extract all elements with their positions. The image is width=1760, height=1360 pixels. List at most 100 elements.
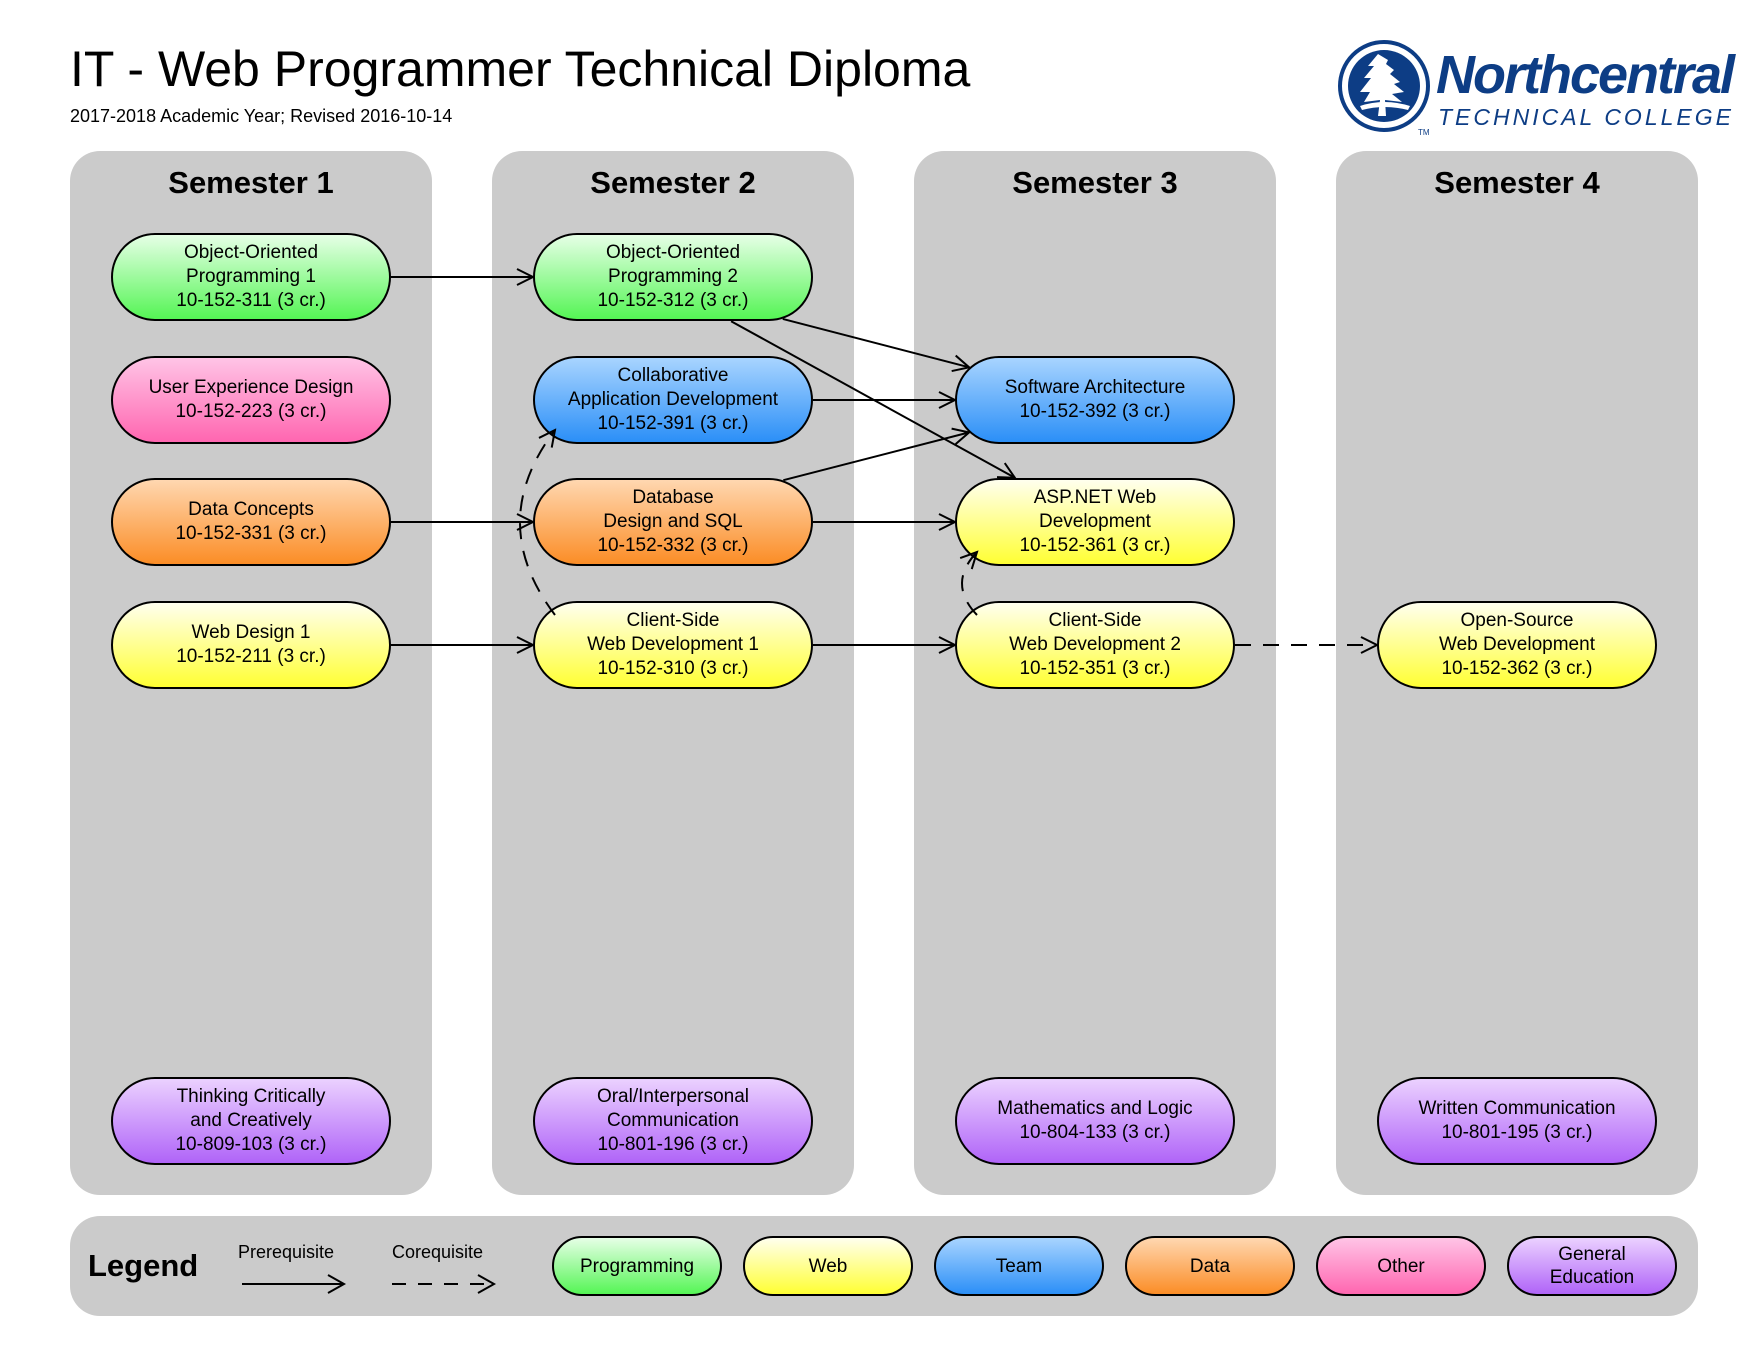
course-title-line: Web Development 2 — [1009, 634, 1181, 655]
semester-title: Semester 4 — [1434, 165, 1600, 200]
course-node-written[interactable]: Written Communication 10-801-195 (3 cr.) — [1377, 1077, 1657, 1165]
legend-swatch-web: Web — [743, 1236, 913, 1296]
course-title-line: User Experience Design — [148, 377, 354, 398]
course-title-line: Client-Side — [1048, 610, 1142, 631]
college-logo: Northcentral TECHNICAL COLLEGE TM — [1338, 40, 1735, 137]
legend-corequisite-label: Corequisite — [392, 1242, 484, 1262]
course-code: 10-152-362 (3 cr.) — [1441, 658, 1593, 679]
legend-swatch-gened: General Education — [1507, 1236, 1677, 1296]
course-title-line: Thinking Critically — [176, 1086, 326, 1107]
legend-swatch-label: Other — [1377, 1255, 1425, 1277]
course-node-uxd[interactable]: User Experience Design 10-152-223 (3 cr.) — [111, 356, 391, 444]
legend-swatch-label: General Education — [1549, 1244, 1635, 1288]
course-code: 10-152-312 (3 cr.) — [597, 290, 749, 311]
logo-name: Northcentral — [1436, 45, 1735, 105]
legend: Legend Prerequisite Corequisite Programm… — [70, 1216, 1698, 1316]
course-code: 10-152-311 (3 cr.) — [176, 290, 326, 311]
course-title-line: Oral/Interpersonal — [596, 1086, 750, 1107]
legend-swatch-label: Programming — [579, 1255, 695, 1277]
logo-subname: TECHNICAL COLLEGE — [1438, 104, 1734, 130]
course-title-line: Communication — [606, 1110, 739, 1131]
course-title-line: Database — [632, 487, 714, 508]
course-title-line: Development — [1039, 511, 1151, 532]
course-node-swarch[interactable]: Software Architecture 10-152-392 (3 cr.) — [955, 356, 1235, 444]
course-label: Software Architecture 10-152-392 (3 cr.) — [1005, 376, 1186, 424]
course-code: 10-152-223 (3 cr.) — [175, 401, 327, 422]
course-code: 10-152-351 (3 cr.) — [1019, 658, 1171, 679]
semester-title: Semester 3 — [1012, 165, 1178, 200]
logo-trademark: TM — [1418, 128, 1430, 137]
course-title-line: Application Development — [567, 389, 779, 410]
course-title-line: Web Design 1 — [191, 622, 311, 643]
legend-prerequisite-label: Prerequisite — [238, 1242, 335, 1262]
course-node-datacon[interactable]: Data Concepts 10-152-331 (3 cr.) — [111, 478, 391, 566]
course-title-line: Object-Oriented — [605, 242, 741, 263]
course-title-line: Data Concepts — [188, 499, 314, 520]
course-title-line: Object-Oriented — [183, 242, 319, 263]
course-title-line: Mathematics and Logic — [997, 1098, 1193, 1119]
course-title-line: Collaborative — [617, 365, 729, 386]
legend-swatch-programming: Programming — [552, 1236, 722, 1296]
tree-emblem-icon — [1338, 40, 1430, 132]
course-title-line: Software Architecture — [1004, 377, 1186, 398]
course-code: 10-152-391 (3 cr.) — [597, 413, 749, 434]
legend-swatch-data: Data — [1125, 1236, 1295, 1296]
legend-swatch-other: Other — [1316, 1236, 1486, 1296]
course-code: 10-152-211 (3 cr.) — [176, 646, 326, 667]
legend-swatch-team: Team — [934, 1236, 1104, 1296]
course-title-line: Programming 2 — [608, 266, 738, 287]
legend-swatch-label: Team — [995, 1255, 1043, 1277]
semester-title: Semester 2 — [590, 165, 756, 200]
course-title-line: ASP.NET Web — [1033, 487, 1157, 508]
course-label: Mathematics and Logic 10-804-133 (3 cr.) — [997, 1097, 1192, 1145]
course-title-line: Web Development — [1439, 634, 1595, 655]
legend-swatch-label: Data — [1189, 1255, 1231, 1277]
corequisite-arrow-icon — [392, 1274, 497, 1294]
course-title-line: Written Communication — [1418, 1098, 1616, 1119]
course-title-line: and Creatively — [190, 1110, 312, 1131]
page-title: IT - Web Programmer Technical Diploma — [70, 41, 971, 97]
course-code: 10-152-310 (3 cr.) — [597, 658, 749, 679]
prerequisite-arrow-icon — [242, 1274, 347, 1294]
course-label: Web Design 1 10-152-211 (3 cr.) — [176, 621, 326, 669]
course-code: 10-152-392 (3 cr.) — [1019, 401, 1171, 422]
legend-title: Legend — [88, 1248, 199, 1283]
course-title-line: Web Development 1 — [587, 634, 759, 655]
course-code: 10-801-195 (3 cr.) — [1441, 1122, 1593, 1143]
course-label: Written Communication 10-801-195 (3 cr.) — [1418, 1097, 1615, 1145]
course-code: 10-152-332 (3 cr.) — [597, 535, 749, 556]
course-node-math[interactable]: Mathematics and Logic 10-804-133 (3 cr.) — [955, 1077, 1235, 1165]
course-code: 10-804-133 (3 cr.) — [1019, 1122, 1171, 1143]
course-code: 10-152-361 (3 cr.) — [1019, 535, 1171, 556]
course-title-line: Open-Source — [1460, 610, 1574, 631]
course-label: User Experience Design 10-152-223 (3 cr.) — [149, 376, 354, 424]
course-title-line: Programming 1 — [186, 266, 316, 287]
course-code: 10-152-331 (3 cr.) — [175, 523, 327, 544]
legend-swatch-label: Web — [808, 1255, 848, 1277]
page-subtitle: 2017-2018 Academic Year; Revised 2016-10… — [70, 106, 453, 126]
course-node-webdes1[interactable]: Web Design 1 10-152-211 (3 cr.) — [111, 601, 391, 689]
course-label: Data Concepts 10-152-331 (3 cr.) — [175, 498, 326, 546]
course-title-line: Design and SQL — [603, 511, 743, 532]
course-code: 10-801-196 (3 cr.) — [597, 1134, 749, 1155]
